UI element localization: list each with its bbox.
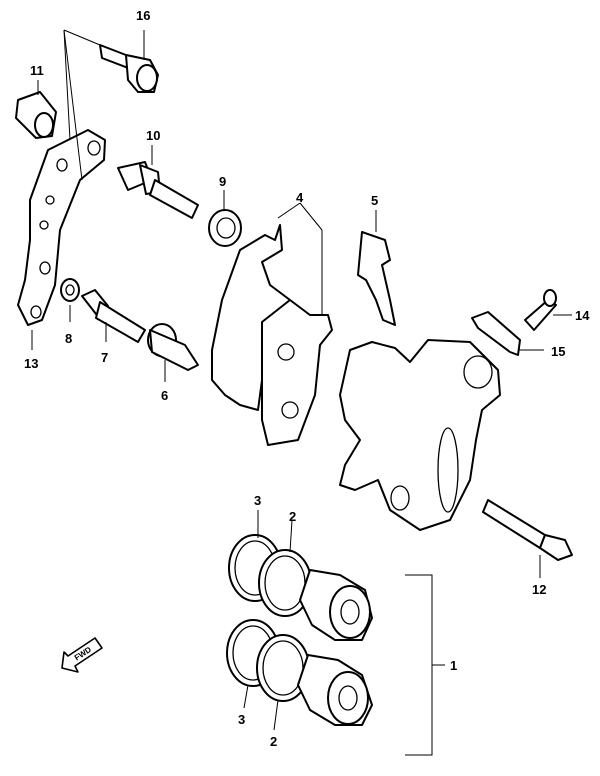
part-8-washer (60, 278, 80, 322)
fwd-arrow-icon: FWD (61, 637, 103, 673)
part-6-pin (147, 323, 199, 382)
part-4-brake-pads (211, 202, 333, 446)
piston-lower (297, 654, 373, 726)
callout-9: 9 (219, 174, 226, 189)
callout-2-upper: 2 (289, 509, 296, 524)
part-12-pin (482, 499, 573, 578)
part-13-bracket (17, 129, 106, 350)
callout-11: 11 (30, 63, 44, 78)
callout-14: 14 (575, 308, 590, 323)
callout-10: 10 (146, 128, 160, 143)
callout-6: 6 (161, 388, 168, 403)
callout-13: 13 (24, 356, 38, 371)
part-14-bleeder-screw (524, 289, 572, 331)
leader-lines-bolt16 (63, 29, 101, 181)
part-1-group-bracket (405, 574, 445, 756)
callout-16: 16 (136, 8, 150, 23)
part-5-spring-clip (357, 210, 396, 326)
part-11-sleeve (15, 80, 57, 139)
part-15-cap (471, 311, 544, 356)
piston-upper (299, 569, 373, 641)
callout-5: 5 (371, 193, 378, 208)
callout-2-lower: 2 (270, 734, 277, 749)
callout-8: 8 (65, 331, 72, 346)
callout-7: 7 (101, 350, 108, 365)
part-7-bolt (81, 289, 146, 343)
callout-3-upper: 3 (254, 493, 261, 508)
part-16-bolt (99, 30, 159, 93)
callout-3-lower: 3 (238, 712, 245, 727)
callout-4: 4 (296, 190, 304, 205)
callout-1: 1 (450, 658, 457, 673)
part-9-boot (208, 190, 242, 247)
callout-15: 15 (551, 344, 565, 359)
callout-12: 12 (532, 582, 546, 597)
part-10-pin (117, 145, 199, 219)
caliper-body (339, 339, 501, 531)
